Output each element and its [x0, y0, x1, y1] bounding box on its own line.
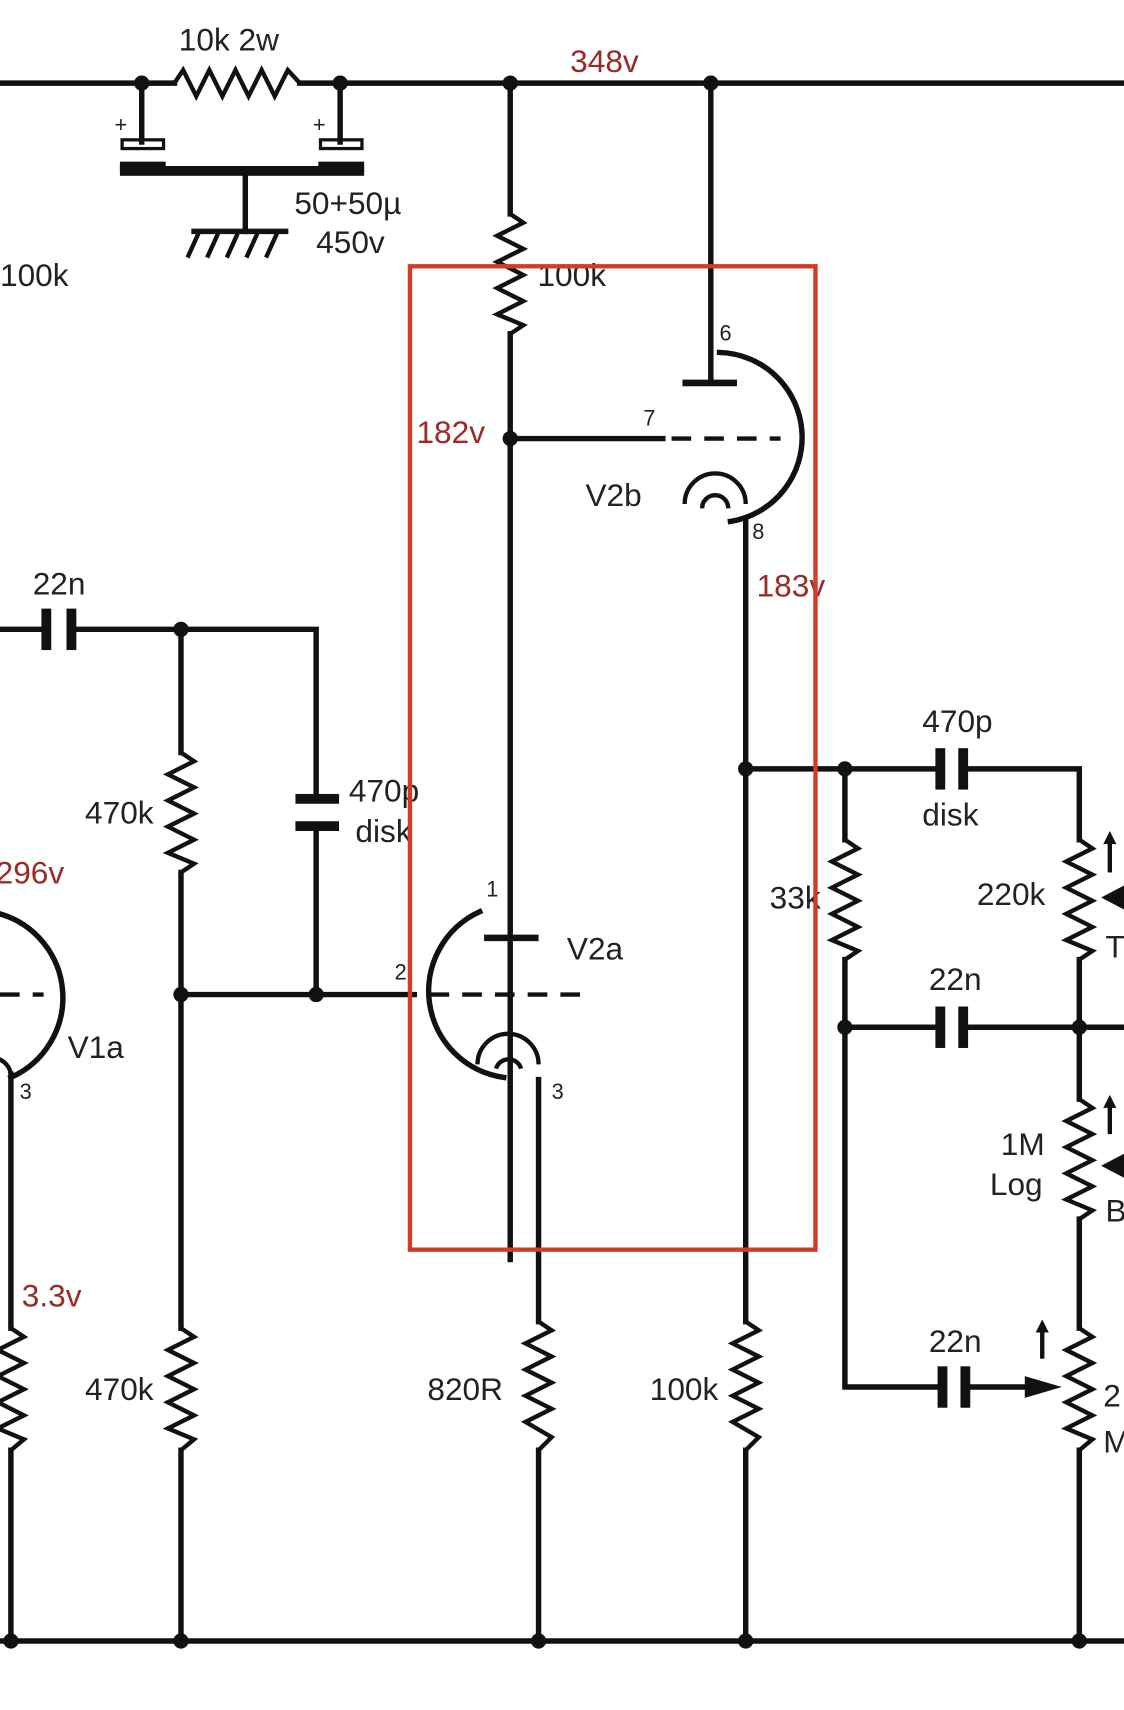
label-470p-left: 470p	[349, 773, 419, 809]
wires	[0, 80, 1124, 1644]
pot-treble-220k	[1060, 837, 1098, 962]
labels: 10k 2w 50+50µ 450v 100k 100k 22n 470k 47…	[0, 21, 1124, 1459]
pot-mid	[1060, 1326, 1098, 1452]
label-22n-low: 22n	[929, 1323, 982, 1359]
svg-text:+: +	[313, 112, 326, 137]
label-22n-input: 22n	[33, 565, 86, 601]
voltage-v2b-grid: 182v	[416, 414, 485, 450]
pin-v2b-plate: 6	[720, 320, 732, 345]
capacitor-22n-low	[937, 1366, 971, 1408]
label-log: Log	[990, 1166, 1043, 1202]
voltage-rail: 348v	[570, 43, 639, 79]
label-470p-right-disk: disk	[922, 797, 978, 833]
label-470p-right: 470p	[922, 703, 992, 739]
resistor-10k-2w	[172, 65, 302, 102]
label-pot-mid-2: 2	[1103, 1378, 1121, 1414]
wiper-arrow-treble-icon	[1101, 885, 1124, 910]
voltage-v1a-cathode: 3.3v	[22, 1277, 82, 1313]
tube-v2b	[671, 349, 805, 525]
label-10k-2w: 10k 2w	[179, 21, 279, 57]
capacitor-470p-disk-left	[295, 793, 340, 832]
capacitor-470p-disk-right	[935, 748, 969, 790]
tube-v1a	[0, 911, 66, 1081]
voltage-v1a-plate: 296v	[0, 854, 64, 890]
pin-v2a-cathode: 3	[552, 1079, 564, 1104]
label-cathode-100k: 100k	[650, 1371, 719, 1407]
resistor-v2b-plate-100k	[491, 212, 529, 336]
pin-v1a-cathode: 3	[20, 1079, 32, 1104]
label-left-100k: 100k	[0, 257, 69, 293]
label-v2b-plate-100k: 100k	[537, 257, 606, 293]
label-470k-upper: 470k	[85, 794, 154, 830]
label-filter-voltage: 450v	[316, 224, 385, 260]
label-820r: 820R	[427, 1371, 503, 1407]
pin-v2a-grid: 2	[395, 959, 407, 984]
filter-capacitor-common-plate	[119, 165, 365, 176]
label-470k-lower: 470k	[85, 1371, 154, 1407]
label-pot-mid-m: M	[1103, 1423, 1124, 1459]
resistor-33k	[826, 837, 863, 962]
capacitors: + +	[41, 112, 971, 1408]
wiper-arrow-mid-icon	[1024, 1376, 1062, 1398]
label-22n-mid: 22n	[929, 961, 982, 997]
resistor-820r	[520, 1319, 557, 1452]
label-treble-fragment: T	[1105, 928, 1124, 964]
resistor-cathode-100k	[727, 1319, 764, 1452]
label-tube-v2a: V2a	[567, 931, 624, 967]
label-220k: 220k	[977, 876, 1046, 912]
label-1m: 1M	[1001, 1126, 1045, 1162]
label-470p-left-disk: disk	[355, 813, 411, 849]
capacitor-22n-input	[41, 608, 77, 651]
label-33k: 33k	[770, 879, 821, 915]
capacitor-22n-mid	[935, 1006, 969, 1048]
label-filter-cap: 50+50µ	[294, 185, 401, 221]
ground-symbol	[185, 173, 289, 259]
pot-arrows	[1024, 831, 1124, 1398]
pot-bass-1m	[1060, 1097, 1098, 1221]
resistor-470k-upper	[162, 750, 199, 875]
pin-v2a-plate: 1	[486, 876, 498, 901]
junction-dots	[3, 75, 1087, 1649]
label-bass-fragment: B	[1105, 1192, 1124, 1228]
wiper-arrow-bass-icon	[1101, 1153, 1124, 1178]
tube-v2a	[425, 908, 583, 1081]
pin-v2b-cathode: 8	[752, 519, 764, 544]
resistor-470k-lower	[162, 1326, 199, 1452]
resistors	[0, 65, 1098, 1452]
label-tube-v2b: V2b	[585, 477, 641, 513]
highlight-box	[407, 264, 818, 1252]
pin-v2b-grid: 7	[643, 405, 655, 430]
label-tube-v1a: V1a	[68, 1029, 125, 1065]
resistor-v1a-cathode	[0, 1326, 29, 1452]
svg-text:+: +	[114, 112, 127, 137]
